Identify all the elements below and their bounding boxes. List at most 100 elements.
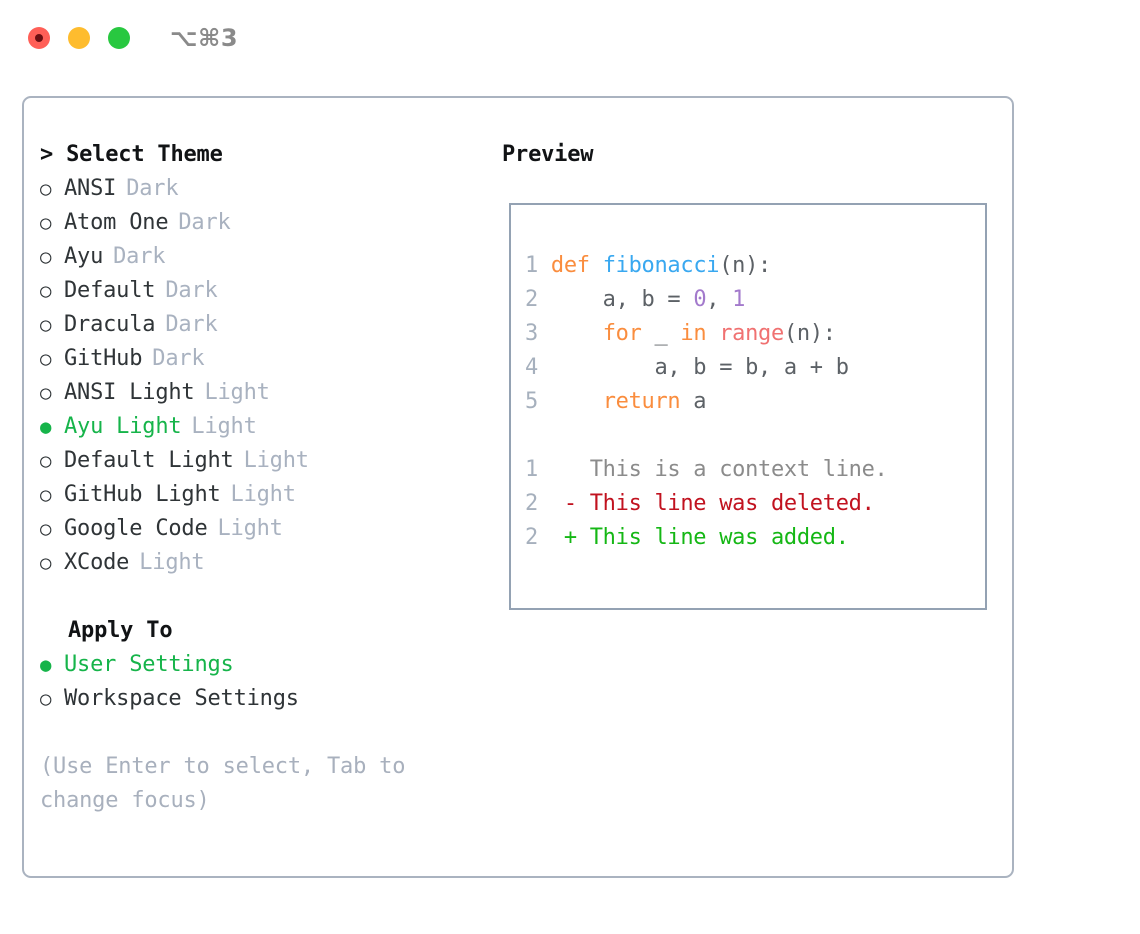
- title-bar: ⌥⌘3: [0, 0, 1140, 78]
- line-number: 4: [525, 355, 538, 380]
- theme-list-item[interactable]: ○ ANSI Light Light: [40, 376, 480, 410]
- code-token: [590, 253, 603, 278]
- line-number: 2: [525, 287, 538, 312]
- code-token: [706, 321, 719, 346]
- code-token: a: [680, 389, 707, 414]
- preview-header: Preview: [502, 142, 594, 167]
- gutter-space: [538, 253, 551, 278]
- code-token: 1: [732, 287, 746, 312]
- apply-to-list: ● User Settings ○Workspace Settings: [40, 648, 480, 716]
- gutter-space: [538, 525, 551, 550]
- code-token: + This line was added.: [550, 525, 849, 550]
- theme-list-item[interactable]: ○ GitHub Light Light: [40, 478, 480, 512]
- code-line: 4 a, b = b, a + b: [525, 351, 887, 385]
- code-line: 1 This is a context line.: [525, 453, 888, 487]
- line-number: 1: [525, 253, 538, 278]
- theme-name-label: Ayu: [64, 244, 104, 269]
- radio-unselected-icon[interactable]: ○: [40, 484, 52, 506]
- code-token: a, b =: [550, 287, 694, 312]
- line-number: 2: [525, 525, 538, 550]
- theme-variant-badge: Light: [139, 550, 205, 575]
- apply-to-list-item[interactable]: ○Workspace Settings: [40, 682, 480, 716]
- code-token: (n):: [783, 321, 836, 346]
- theme-variant-badge: Light: [191, 414, 257, 439]
- radio-unselected-icon[interactable]: ○: [40, 314, 52, 336]
- theme-name-label: XCode: [64, 550, 130, 575]
- code-token: [551, 389, 603, 414]
- code-line: [525, 419, 887, 453]
- theme-variant-badge: Light: [243, 448, 309, 473]
- radio-selected-icon[interactable]: ●: [40, 416, 52, 438]
- select-theme-header: > Select Theme: [40, 142, 223, 167]
- apply-to-label: User Settings: [64, 652, 234, 677]
- radio-unselected-icon[interactable]: ○: [40, 178, 52, 200]
- keyboard-hint-text: (Use Enter to select, Tab to change focu…: [40, 754, 406, 813]
- line-number: 2: [525, 491, 538, 516]
- code-token: return: [602, 389, 681, 414]
- radio-selected-icon[interactable]: ●: [40, 654, 52, 676]
- code-line: 1 def fibonacci(n):: [525, 249, 887, 283]
- gutter-space: [538, 389, 551, 414]
- gutter-space: [538, 287, 551, 312]
- section-spacer: [40, 580, 480, 614]
- code-line: 2 + This line was added.: [525, 521, 887, 555]
- line-number: [525, 423, 538, 448]
- theme-variant-badge: Dark: [165, 278, 218, 303]
- gutter-space: [538, 321, 551, 346]
- code-token: ,: [706, 287, 733, 312]
- window-controls: [28, 27, 130, 49]
- radio-unselected-icon[interactable]: ○: [40, 688, 52, 710]
- code-token: 0: [693, 287, 707, 312]
- gutter-space: [538, 355, 551, 380]
- radio-unselected-icon[interactable]: ○: [40, 382, 52, 404]
- radio-unselected-icon[interactable]: ○: [40, 450, 52, 472]
- gutter-space: [538, 457, 551, 482]
- code-token: fibonacci: [602, 253, 720, 278]
- code-token: range: [719, 321, 784, 346]
- theme-name-label: GitHub Light: [64, 482, 221, 507]
- theme-variant-badge: Dark: [126, 176, 179, 201]
- radio-unselected-icon[interactable]: ○: [40, 280, 52, 302]
- theme-variant-badge: Dark: [178, 210, 231, 235]
- theme-variant-badge: Dark: [113, 244, 166, 269]
- apply-to-list-item[interactable]: ● User Settings: [40, 648, 480, 682]
- theme-variant-badge: Dark: [165, 312, 218, 337]
- theme-name-label: ANSI Light: [64, 380, 195, 405]
- close-window-button[interactable]: [28, 27, 50, 49]
- theme-name-label: Ayu Light: [64, 414, 182, 439]
- code-token: _: [641, 321, 681, 346]
- minimize-window-button[interactable]: [68, 27, 90, 49]
- code-token: def: [550, 253, 590, 278]
- maximize-window-button[interactable]: [108, 27, 130, 49]
- radio-unselected-icon[interactable]: ○: [40, 552, 52, 574]
- code-token: (n):: [719, 253, 771, 278]
- theme-variant-badge: Dark: [152, 346, 205, 371]
- theme-variant-badge: Light: [204, 380, 270, 405]
- gutter-space: [538, 423, 551, 448]
- theme-list-item[interactable]: ○ Ayu Dark: [40, 240, 480, 274]
- theme-variant-badge: Light: [217, 516, 283, 541]
- radio-unselected-icon[interactable]: ○: [40, 348, 52, 370]
- line-number: 1: [525, 457, 538, 482]
- code-token: [551, 321, 603, 346]
- radio-unselected-icon[interactable]: ○: [40, 246, 52, 268]
- theme-list-item[interactable]: ○ XCode Light: [40, 546, 480, 580]
- theme-list-item[interactable]: ● Ayu Light Light: [40, 410, 480, 444]
- theme-variant-badge: Light: [230, 482, 296, 507]
- line-number: 3: [525, 321, 538, 346]
- radio-unselected-icon[interactable]: ○: [40, 518, 52, 540]
- radio-unselected-icon[interactable]: ○: [40, 212, 52, 234]
